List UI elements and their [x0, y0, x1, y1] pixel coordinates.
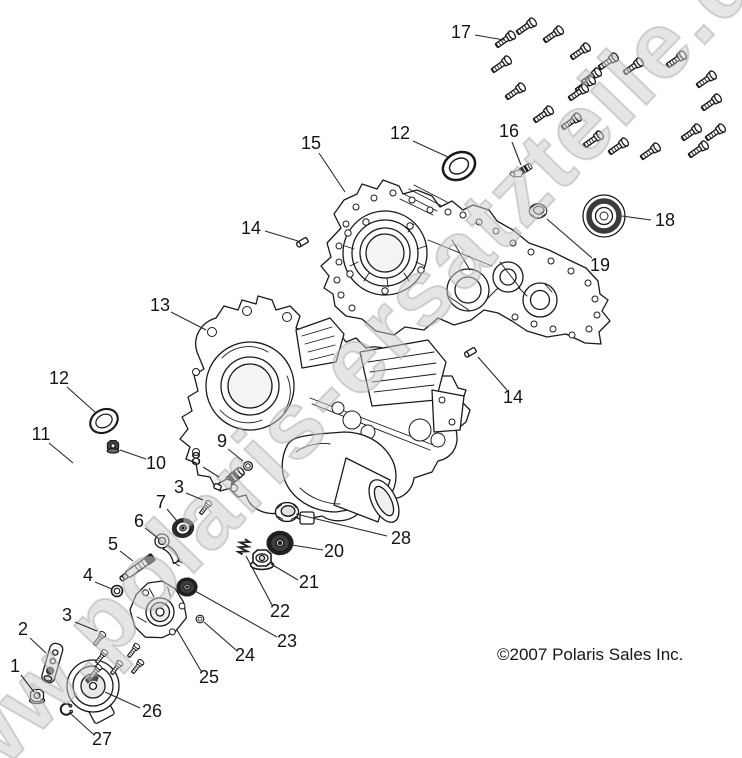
part-bolt	[503, 81, 528, 103]
callout-label-4: 4	[83, 565, 93, 585]
part-nutd	[106, 440, 120, 454]
callout-label-27: 27	[92, 729, 112, 749]
callout-leader-line	[166, 508, 178, 522]
callout-leader-line	[546, 218, 593, 259]
callout-leader-line	[185, 492, 204, 501]
callout-label-7: 7	[156, 492, 166, 512]
callout-label-28: 28	[391, 528, 411, 548]
callout-label-16: 16	[499, 121, 519, 141]
callout-label-14: 14	[241, 218, 261, 238]
callout-leader-line	[170, 311, 207, 331]
callout-leader-line	[511, 141, 522, 166]
callout-label-26: 26	[142, 701, 162, 721]
part-dowel	[463, 346, 478, 359]
part-bolt	[679, 122, 704, 144]
callout-label-9: 9	[217, 431, 227, 451]
part-bearing	[583, 195, 625, 237]
callout-label-21: 21	[299, 572, 319, 592]
callout-label-25: 25	[199, 667, 219, 687]
callout-leader-line	[245, 555, 273, 606]
callout-label-6: 6	[134, 511, 144, 531]
callout-label-15: 15	[301, 133, 321, 153]
callout-leader-line	[474, 34, 505, 41]
callout-leader-line	[295, 513, 388, 537]
part-dowel	[295, 236, 310, 249]
callout-label-17: 17	[451, 22, 471, 42]
part-ring	[195, 614, 205, 624]
callout-leader-line	[74, 621, 98, 632]
callout-leader-line	[119, 550, 134, 562]
callout-leader-line	[318, 152, 346, 193]
callout-leader-line	[144, 527, 160, 540]
part-bolt	[514, 16, 539, 38]
part-bolt	[541, 24, 566, 46]
callout-leader-line	[48, 442, 74, 464]
callout-label-12: 12	[390, 123, 410, 143]
callout-leader-line	[119, 449, 147, 460]
callout-label-1: 1	[10, 656, 20, 676]
callout-label-18: 18	[655, 210, 675, 230]
callout-label-24: 24	[235, 645, 255, 665]
callout-leader-line	[94, 581, 113, 590]
callout-leader-line	[176, 629, 202, 672]
callout-label-20: 20	[324, 541, 344, 561]
callout-leader-line	[203, 621, 237, 651]
callout-leader-line	[477, 356, 508, 391]
callout-label-10: 10	[146, 453, 166, 473]
callout-leader-line	[69, 712, 94, 735]
callout-label-14: 14	[503, 387, 523, 407]
copyright-text: ©2007 Polaris Sales Inc.	[497, 645, 683, 664]
callout-leader-line	[412, 140, 449, 158]
callout-label-12: 12	[49, 368, 69, 388]
part-bolt	[638, 141, 663, 163]
callout-leader-line	[20, 674, 35, 693]
callout-label-11: 11	[32, 424, 51, 444]
callout-leader-line	[621, 215, 652, 221]
callout-label-8: 8	[191, 449, 201, 469]
callout-leader-line	[29, 637, 47, 654]
part-bolt	[703, 122, 728, 144]
callout-label-13: 13	[150, 295, 170, 315]
upper-crankcase-drawing	[320, 179, 611, 345]
callout-leader-line	[66, 386, 96, 413]
callout-leader-line	[291, 544, 324, 551]
callout-label-3: 3	[62, 605, 72, 625]
callout-leader-line	[202, 466, 220, 478]
callout-label-22: 22	[270, 601, 290, 621]
part-bolt	[699, 92, 724, 114]
callout-label-5: 5	[108, 534, 118, 554]
callout-leader-line	[227, 448, 244, 462]
callout-label-19: 19	[590, 255, 610, 275]
part-bolt	[489, 54, 514, 76]
callout-leader-line	[104, 691, 141, 709]
callout-label-3: 3	[174, 477, 184, 497]
callout-label-23: 23	[277, 631, 297, 651]
part-bolt	[686, 139, 711, 161]
callout-leader-line	[194, 590, 278, 638]
callout-label-2: 2	[18, 619, 28, 639]
part-nut21	[249, 549, 275, 571]
part-bolt	[493, 29, 518, 51]
callout-leader-line	[270, 563, 299, 581]
part-geard	[269, 533, 292, 554]
callout-leader-line	[264, 230, 299, 242]
